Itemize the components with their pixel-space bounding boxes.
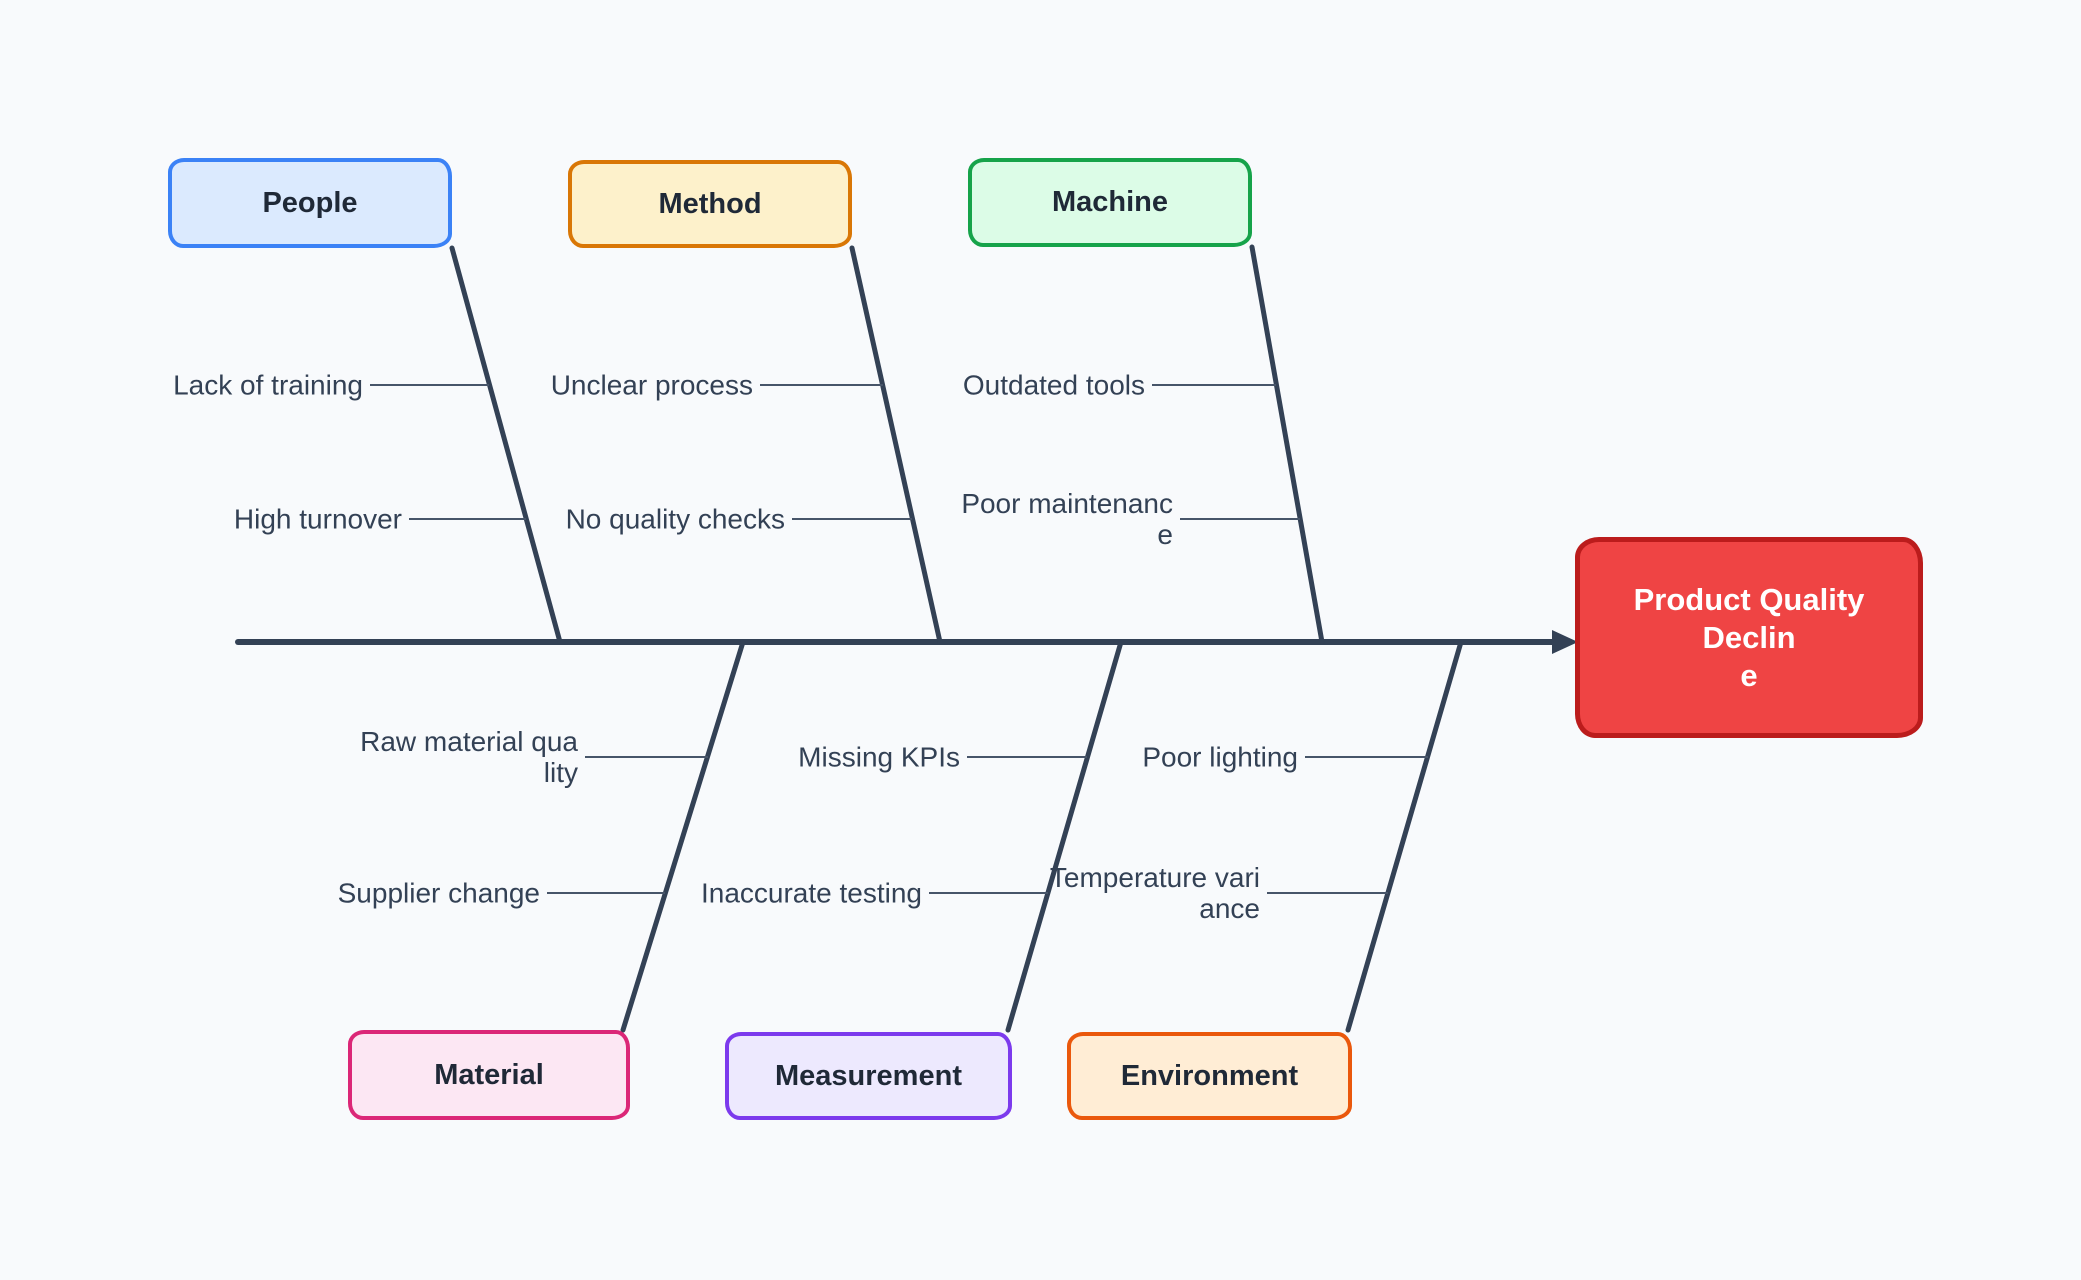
- category-box-machine: Machine: [968, 158, 1252, 247]
- category-box-measurement: Measurement: [725, 1032, 1012, 1120]
- cause-label-lack-of-training: Lack of training: [173, 369, 363, 401]
- category-label-method: Method: [658, 187, 762, 220]
- cause-label-unclear-process: Unclear process: [550, 369, 753, 401]
- category-box-environment: Environment: [1067, 1032, 1352, 1120]
- cause-label-raw-material-quality: Raw material qua lity: [360, 726, 578, 788]
- branch-machine: [1249, 244, 1325, 645]
- category-label-machine: Machine: [1051, 186, 1169, 218]
- branch-people: [449, 245, 563, 645]
- category-box-material: Material: [348, 1030, 630, 1120]
- category-label-people: People: [262, 186, 358, 219]
- branch-measurement: [1005, 639, 1124, 1033]
- cause-label-supplier-change: Supplier change: [337, 877, 540, 909]
- cause-label-temperature-variance: Temperature vari ance: [1049, 862, 1260, 924]
- cause-label-outdated-tools: Outdated tools: [962, 369, 1145, 401]
- cause-label-high-turnover: High turnover: [233, 503, 402, 535]
- branch-material: [620, 639, 746, 1033]
- category-label-environment: Environment: [1120, 1059, 1299, 1092]
- category-label-measurement: Measurement: [775, 1059, 962, 1092]
- cause-label-inaccurate-testing: Inaccurate testing: [700, 877, 922, 909]
- branch-environment: [1345, 639, 1464, 1033]
- effect-box: Product Quality Declin e: [1575, 537, 1923, 738]
- category-box-method: Method: [568, 160, 852, 248]
- branch-method: [849, 245, 943, 645]
- cause-label-missing-kpis: Missing KPIs: [798, 741, 960, 773]
- spine-arrowhead-icon: [1552, 630, 1578, 654]
- cause-label-no-quality-checks: No quality checks: [565, 503, 785, 535]
- category-label-material: Material: [434, 1058, 544, 1091]
- effect-label: Product Quality Declin e: [1633, 581, 1865, 693]
- category-box-people: People: [168, 158, 452, 248]
- cause-label-poor-maintenance: Poor maintenanc e: [961, 488, 1173, 550]
- cause-label-poor-lighting: Poor lighting: [1142, 741, 1298, 773]
